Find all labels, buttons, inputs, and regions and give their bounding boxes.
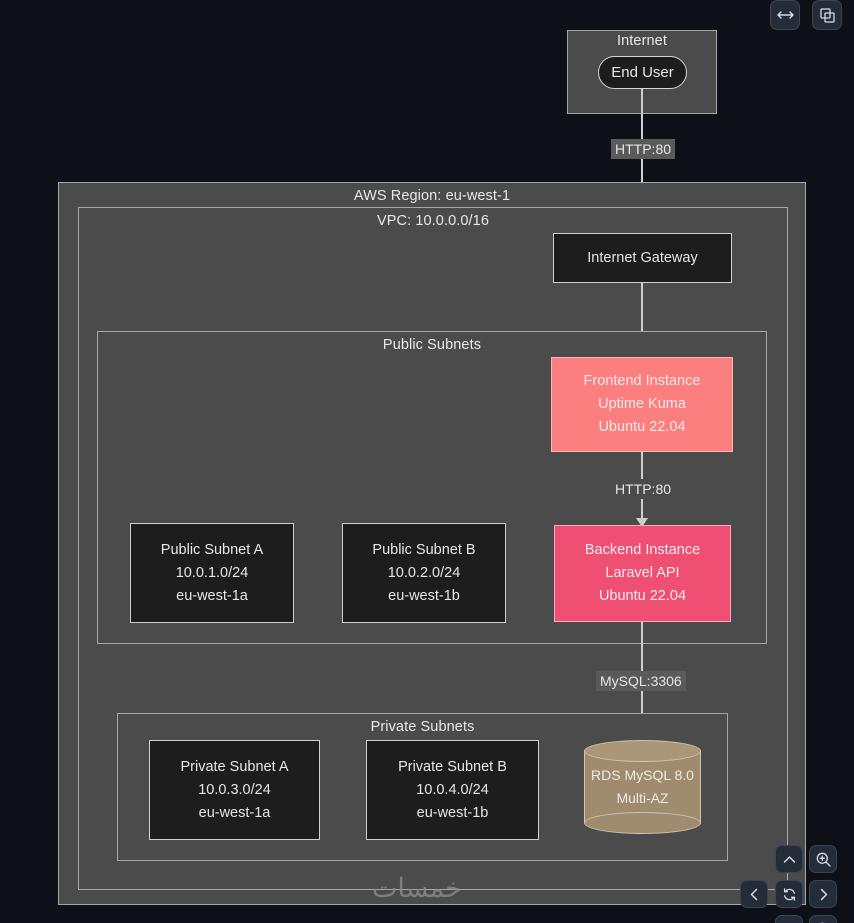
chevron-left-icon <box>750 888 759 901</box>
node-private-subnet-b[interactable]: Private Subnet B 10.0.4.0/24 eu-west-1b <box>366 740 539 840</box>
node-public-subnet-b-line-1: Public Subnet B <box>372 541 476 558</box>
group-vpc-title: VPC: 10.0.0.0/16 <box>376 213 490 229</box>
edge-label-http80-top: HTTP:80 <box>611 139 676 159</box>
cylinder-body <box>584 751 701 823</box>
node-backend-instance[interactable]: Backend Instance Laravel API Ubuntu 22.0… <box>554 525 731 622</box>
group-private-subnets-title: Private Subnets <box>370 719 475 735</box>
pan-down-button[interactable] <box>775 915 803 923</box>
node-backend-line-2: Laravel API <box>605 565 680 581</box>
node-rds-database[interactable]: RDS MySQL 8.0 Multi-AZ <box>584 740 701 834</box>
group-aws-region-title: AWS Region: eu-west-1 <box>353 188 511 204</box>
node-public-subnet-a-line-3: eu-west-1a <box>176 587 248 604</box>
fit-width-button[interactable] <box>770 0 800 30</box>
node-private-subnet-b-line-2: 10.0.4.0/24 <box>416 781 489 798</box>
cylinder-bottom <box>584 812 701 834</box>
group-internet-title: Internet <box>617 33 667 49</box>
zoom-out-button[interactable] <box>809 915 837 923</box>
node-internet-gateway[interactable]: Internet Gateway <box>553 233 732 283</box>
node-public-subnet-a-line-1: Public Subnet A <box>160 541 264 558</box>
horizontal-resize-icon <box>776 9 794 21</box>
pan-left-button[interactable] <box>740 880 768 908</box>
edge-label-http80-mid: HTTP:80 <box>611 479 676 499</box>
node-public-subnet-a-line-2: 10.0.1.0/24 <box>175 564 249 581</box>
node-public-subnet-b[interactable]: Public Subnet B 10.0.2.0/24 eu-west-1b <box>342 523 506 623</box>
edge-igw-frontend <box>641 283 643 351</box>
edge-enduser-igw <box>641 89 643 231</box>
cylinder-top <box>584 740 701 762</box>
node-private-subnet-a-line-1: Private Subnet A <box>180 758 289 775</box>
watermark: خمسات <box>372 873 463 904</box>
duplicate-button[interactable] <box>812 0 842 30</box>
pan-right-button[interactable] <box>809 880 837 908</box>
node-rds-line-2: Multi-AZ <box>616 790 669 806</box>
node-private-subnet-a-line-3: eu-west-1a <box>198 804 271 821</box>
node-private-subnet-b-line-3: eu-west-1b <box>416 804 489 821</box>
node-frontend-line-2: Uptime Kuma <box>598 396 686 412</box>
group-public-subnets-title: Public Subnets <box>382 337 482 353</box>
copy-icon <box>819 7 835 23</box>
node-frontend-line-3: Ubuntu 22.04 <box>598 419 686 435</box>
edge-frontend-backend-arrow <box>636 518 648 527</box>
node-public-subnet-b-line-3: eu-west-1b <box>388 587 460 604</box>
node-end-user[interactable]: End User <box>598 56 687 89</box>
chevron-right-icon <box>819 888 828 901</box>
node-backend-line-3: Ubuntu 22.04 <box>598 588 687 604</box>
node-private-subnet-b-line-1: Private Subnet B <box>398 758 507 775</box>
pan-up-button[interactable] <box>775 845 803 873</box>
refresh-icon <box>782 887 797 902</box>
node-backend-line-1: Backend Instance <box>584 542 701 558</box>
node-internet-gateway-label: Internet Gateway <box>587 249 698 266</box>
edge-label-mysql3306: MySQL:3306 <box>596 671 686 691</box>
node-frontend-line-1: Frontend Instance <box>583 373 701 389</box>
zoom-in-icon <box>816 852 831 867</box>
node-private-subnet-a[interactable]: Private Subnet A 10.0.3.0/24 eu-west-1a <box>149 740 320 840</box>
reset-view-button[interactable] <box>775 880 803 908</box>
chevron-up-icon <box>783 855 796 864</box>
node-end-user-label: End User <box>611 64 674 81</box>
zoom-in-button[interactable] <box>809 845 837 873</box>
node-private-subnet-a-line-2: 10.0.3.0/24 <box>198 781 271 798</box>
node-public-subnet-b-line-2: 10.0.2.0/24 <box>387 564 461 581</box>
node-public-subnet-a[interactable]: Public Subnet A 10.0.1.0/24 eu-west-1a <box>130 523 294 623</box>
node-rds-line-1: RDS MySQL 8.0 <box>591 767 694 783</box>
node-frontend-instance[interactable]: Frontend Instance Uptime Kuma Ubuntu 22.… <box>551 357 733 452</box>
